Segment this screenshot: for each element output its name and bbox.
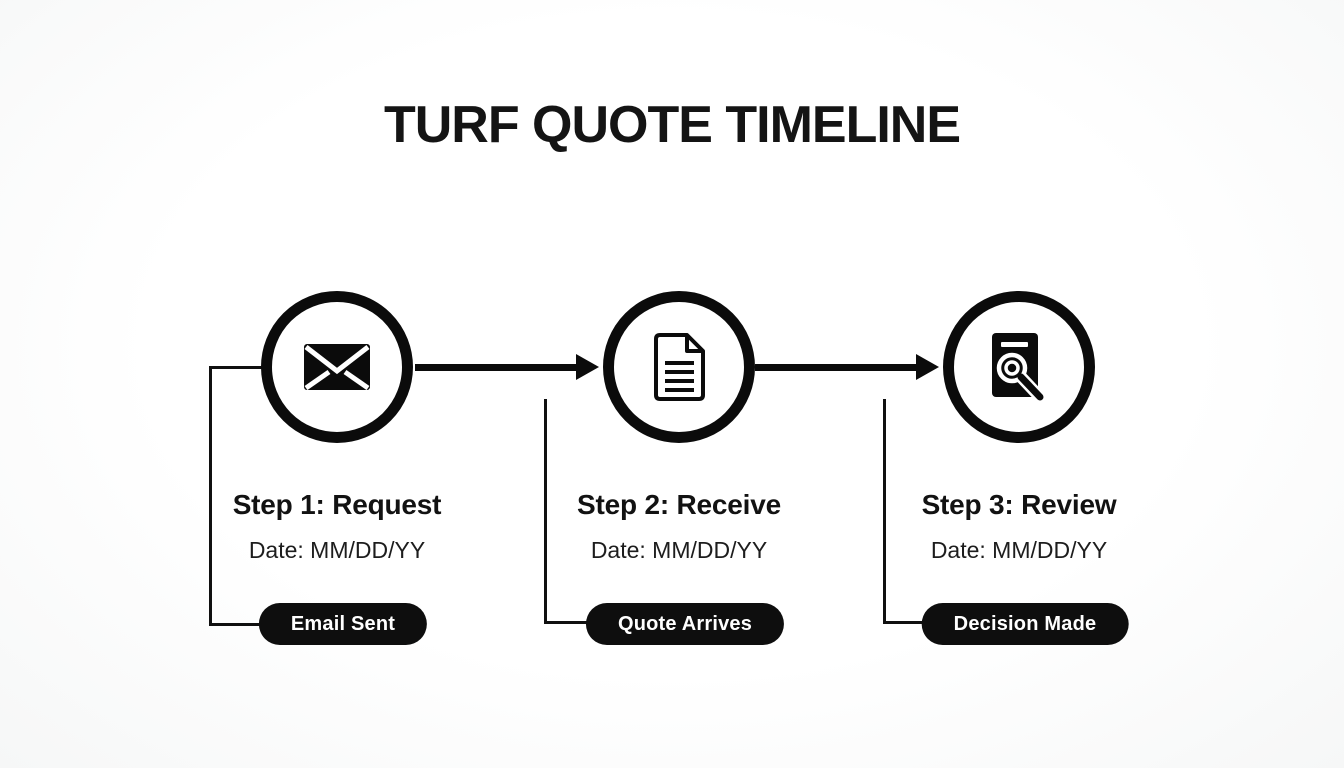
step-title: Step 3: Review <box>921 489 1117 520</box>
connector-line <box>544 621 598 624</box>
document-icon <box>653 333 705 401</box>
arrowhead-icon <box>916 354 939 380</box>
step-title: Step 1: Request <box>232 489 442 520</box>
arrow-icon <box>415 364 577 371</box>
envelope-icon <box>304 344 370 390</box>
connector-line <box>544 399 547 624</box>
step-2-circle <box>603 291 755 443</box>
arrow-icon <box>755 364 917 371</box>
status-badge: Quote Arrives <box>585 603 785 645</box>
connector-line <box>209 366 264 369</box>
arrowhead-icon <box>576 354 599 380</box>
step-1-circle <box>261 291 413 443</box>
connector-line <box>209 366 212 626</box>
page-title: TURF QUOTE TIMELINE <box>383 96 961 154</box>
timeline-step: Step 3: Review Date: MM/DD/YY Decision M… <box>849 0 1189 768</box>
step-date: Date: MM/DD/YY <box>590 537 768 563</box>
step-date: Date: MM/DD/YY <box>930 537 1108 563</box>
timeline-step: Step 1: Request Date: MM/DD/YY Email Sen… <box>167 0 507 768</box>
step-3-circle <box>943 291 1095 443</box>
connector-line <box>883 399 886 624</box>
connector-line <box>209 623 261 626</box>
step-title: Step 2: Receive <box>577 489 781 520</box>
timeline-step: Step 2: Receive Date: MM/DD/YY Quote Arr… <box>509 0 849 768</box>
status-badge: Email Sent <box>258 603 428 645</box>
connector-line <box>883 621 936 624</box>
step-date: Date: MM/DD/YY <box>248 537 426 563</box>
status-badge: Decision Made <box>921 603 1129 645</box>
document-search-icon <box>990 331 1048 403</box>
